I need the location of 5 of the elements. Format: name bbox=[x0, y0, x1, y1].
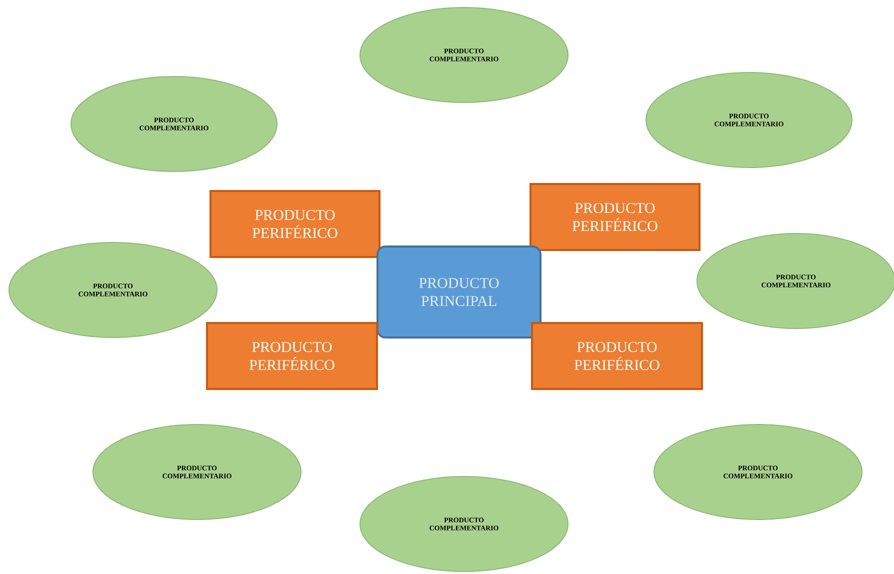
peripheral-box: PRODUCTO PERIFÉRICO bbox=[530, 183, 700, 251]
peripheral-box: PRODUCTO PERIFÉRICO bbox=[210, 190, 380, 258]
peripheral-box: PRODUCTO PERIFÉRICO bbox=[206, 322, 378, 390]
peripheral-box: PRODUCTO PERIFÉRICO bbox=[531, 322, 703, 390]
main-box: PRODUCTO PRINCIPAL bbox=[376, 246, 542, 338]
